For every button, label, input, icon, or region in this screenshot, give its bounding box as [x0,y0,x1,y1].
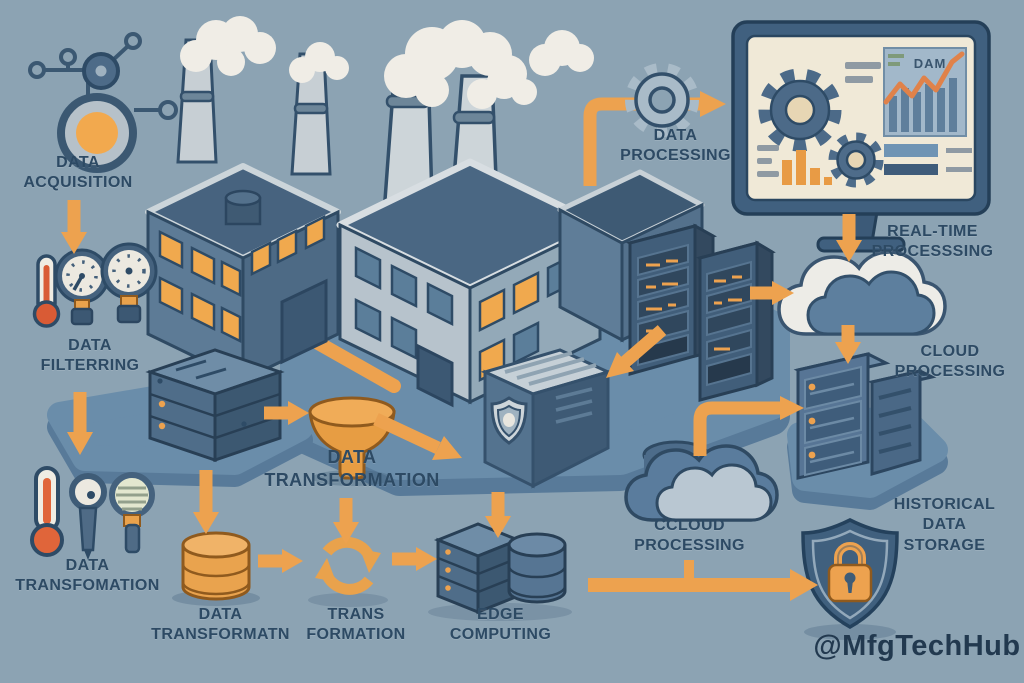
thermometer-icon [32,254,61,328]
magnifier-icon [109,472,155,554]
small-factory-icon [145,38,341,383]
label-edge-computing: EDGE COMPUTING [449,606,552,644]
dashboard-row [884,144,938,157]
dashboard-chart-panel [883,47,967,137]
rack-bays [706,260,752,387]
dashboard-text-lines [757,62,881,177]
label-data-transformation: DATA TRANSFORMATION [264,447,440,491]
flow-arrow [606,325,667,378]
pressure-gauge-icon [100,242,158,324]
server-rack-icon [626,223,776,402]
factory-door [416,343,454,408]
shield-icon [490,396,528,445]
cloud-icon [624,440,779,522]
flow-arrow [583,91,726,186]
label-historical-data-storage: HISTORICAL DATA STORAGE [893,496,996,554]
label-ccloud-processing: CCLOUD PROCESSING [634,517,745,555]
smoke-puffs [180,16,594,109]
edge-server-icon [428,522,572,621]
funnel-icon [308,396,396,486]
flow-arrow [61,200,87,254]
label-data-transfomation: DATA TRANSFOMATION [15,557,160,595]
flow-arrow [373,413,462,460]
flow-arrow [333,498,359,544]
flow-arrow [835,325,861,364]
thermometer-icon [30,466,64,557]
label-dam: DAM [913,56,947,71]
monitor-icon [731,20,991,253]
database-icon [507,532,567,604]
factory-windows [158,214,326,344]
sync-icon [308,536,388,607]
gear-icon [828,132,884,188]
flow-arrow [588,560,818,601]
security-shield-icon [801,518,899,640]
flow-arrow [258,549,303,573]
rack-leds [714,275,742,351]
flow-arrow [193,470,219,534]
mini-bar-chart [782,150,832,185]
server-stack-icon [145,348,285,463]
label-trans-formation: TRANS FORMATION [306,606,406,644]
pressure-gauge-icon [54,248,110,326]
label-data-processing: DATA PROCESSING [620,127,731,165]
watermark: @MfgTechHub [813,630,1021,662]
flow-arrow [836,214,862,262]
roof-vent [224,189,262,226]
flow-arrow [392,547,437,571]
flow-arrow [750,281,794,305]
flow-arrow [264,401,309,425]
cloud-icon [777,250,947,336]
rack-bays [637,243,689,367]
edge-gateway-box-icon [480,348,613,489]
flow-arrow [485,492,511,538]
cloud-server-rack-icon [793,352,937,480]
flow-arrows [61,91,862,601]
gear-icon [758,68,842,152]
label-data-filterring: DATA FILTERRING [40,337,140,375]
lock-icon [827,542,873,603]
label-real-time-processing: REAL-TIME PROCESSSING [871,223,994,261]
flow-arrow [67,392,93,455]
flow-arrow [693,396,804,456]
factory-door [280,278,328,365]
rack-bays [804,365,862,477]
database-stack-icon [172,531,260,606]
label-cloud-processing: CLOUD PROCESSING [894,343,1006,381]
label-data-acquisition: DATA ACQUISITION [23,154,133,192]
label-data-transformatn: DATA TRANSFORMATN [151,606,290,644]
probe-icon [69,473,107,560]
sensor-icon [28,32,178,173]
gear-icon [625,63,699,137]
dashboard-row [884,164,938,175]
